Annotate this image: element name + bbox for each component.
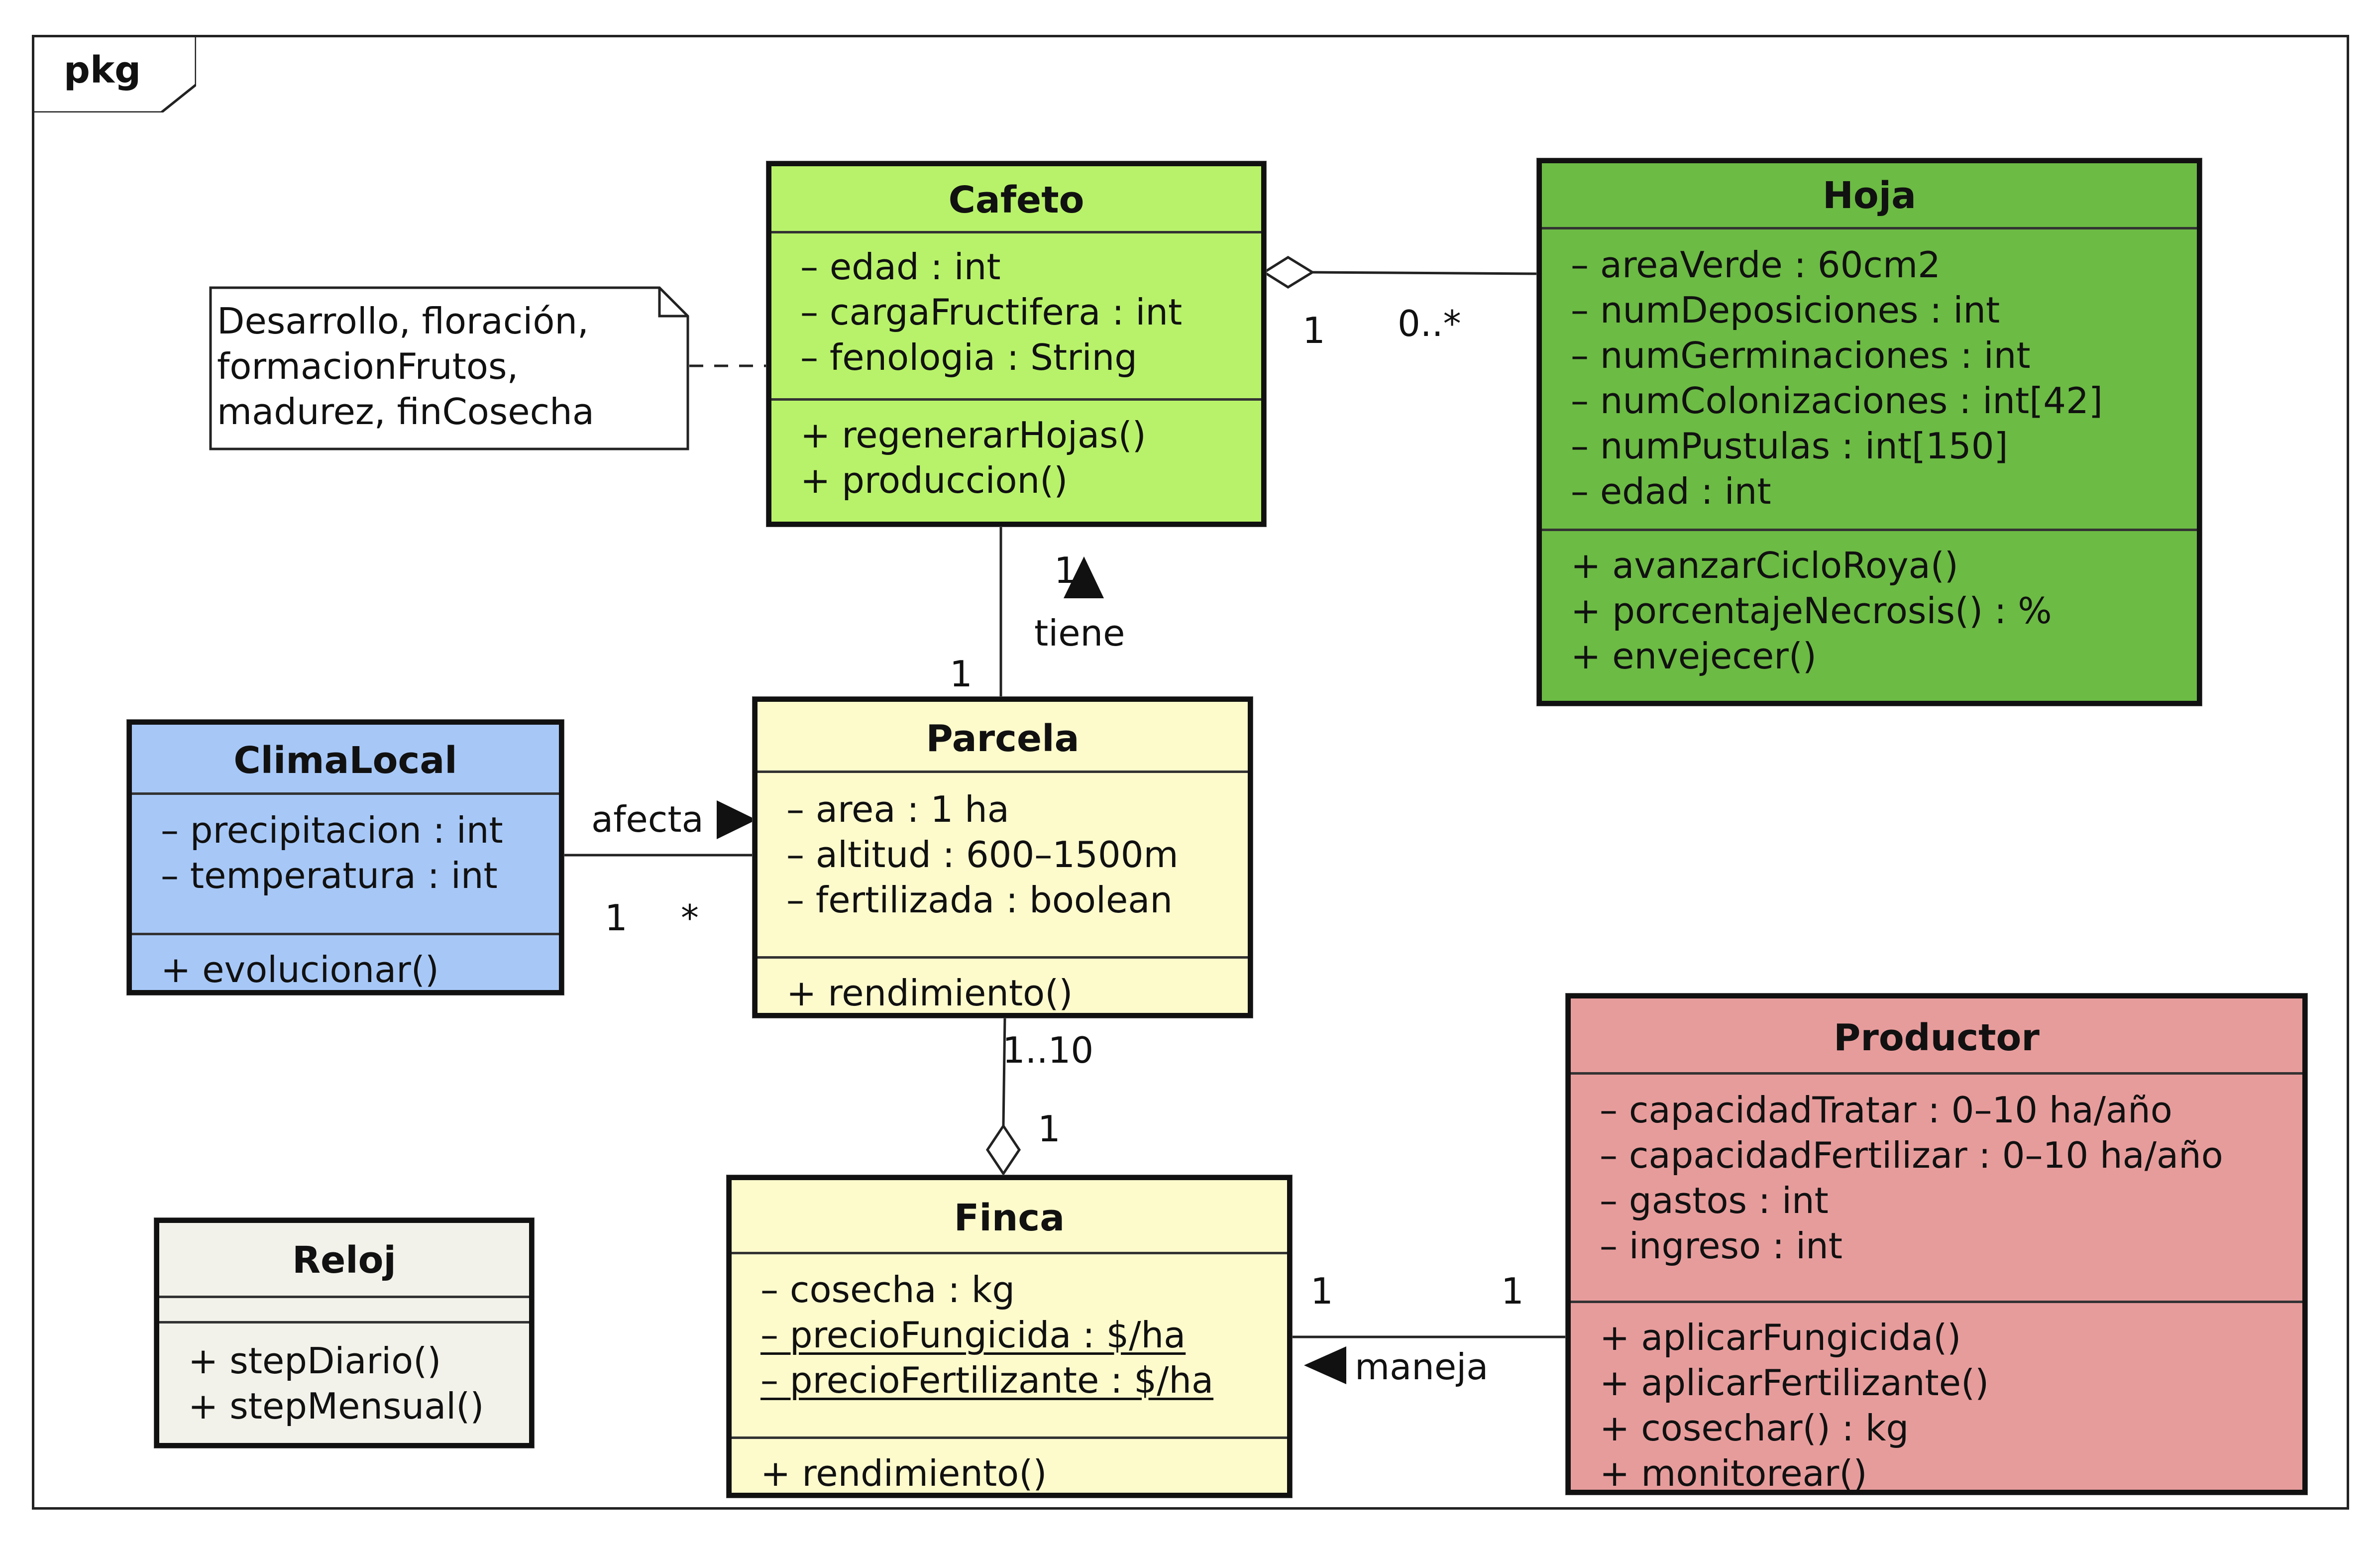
attributes-section [159,1298,529,1323]
class-climalocal[interactable]: ClimaLocal – precipitacion : int – tempe… [127,720,564,995]
multiplicity-finca-productor-productor: 1 [1501,1270,1524,1312]
cafeto-hoja-line [1312,271,1538,275]
attributes-section: – areaVerde : 60cm2 – numDeposiciones : … [1542,229,2197,531]
class-name: Finca [732,1180,1287,1254]
attribute-row: – capacidadTratar : 0–10 ha/año [1600,1089,2172,1131]
class-name: Productor [1571,998,2302,1075]
attribute-row: – areaVerde : 60cm2 [1571,244,1941,286]
cafeto-hoja-aggregation-diamond [1262,256,1315,289]
multiplicity-parcela-finca-parcela: 1..10 [1002,1029,1094,1071]
multiplicity-cafeto-parcela-parcela: 1 [950,653,973,695]
operations-section: + rendimiento() [732,1439,1287,1506]
attribute-row: – edad : int [1571,470,1771,512]
attribute-row: – altitud : 600–1500m [786,834,1179,876]
attributes-section: – edad : int – cargaFructifera : int – f… [771,233,1261,401]
attribute-row: – area : 1 ha [786,788,1009,830]
static-attribute-row: – precioFungicida : $/ha [760,1314,1186,1356]
operation-row: + cosechar() : kg [1600,1407,1909,1449]
class-name: Hoja [1542,163,2197,229]
attribute-row: – gastos : int [1600,1180,1829,1221]
attribute-row: – precipitacion : int [161,809,503,851]
class-name: Parcela [757,702,1248,773]
multiplicity-clima-parcela-clima: 1 [605,897,628,939]
operation-row: + aplicarFertilizante() [1600,1362,1989,1404]
operation-row: + produccion() [800,459,1068,501]
operation-row: + porcentajeNecrosis() : % [1571,590,2052,632]
attribute-row: – capacidadFertilizar : 0–10 ha/año [1600,1134,2223,1176]
operation-row: + evolucionar() [161,949,439,991]
operation-row: + stepMensual() [188,1385,484,1427]
operation-row: + avanzarCicloRoya() [1571,545,1958,586]
attribute-row: – fenologia : String [800,336,1138,378]
class-name: Reloj [159,1223,529,1298]
class-reloj[interactable]: Reloj + stepDiario() + stepMensual() [154,1218,534,1448]
attribute-row: – edad : int [800,246,1001,288]
multiplicity-cafeto-hoja-hoja: 0..* [1398,303,1461,344]
attribute-row: – cargaFructifera : int [800,291,1183,333]
class-name: ClimaLocal [132,725,559,795]
maneja-direction-arrow [1304,1346,1346,1384]
attributes-section: – area : 1 ha – altitud : 600–1500m – fe… [757,773,1248,959]
operations-section: + regenerarHojas() + produccion() [771,401,1261,513]
operation-row: + monitorear() [1600,1452,1867,1494]
class-cafeto[interactable]: Cafeto – edad : int – cargaFructifera : … [766,161,1266,527]
afecta-direction-arrow [717,800,757,839]
attribute-row: – temperatura : int [161,855,498,896]
package-tab [32,35,196,112]
attribute-row: – ingreso : int [1600,1225,1843,1267]
attribute-row: – numPustulas : int[150] [1571,425,2008,467]
attribute-row: – numColonizaciones : int[42] [1571,380,2103,422]
class-hoja[interactable]: Hoja – areaVerde : 60cm2 – numDeposicion… [1537,158,2202,706]
tiene-direction-arrow [1064,556,1104,598]
operations-section: + stepDiario() + stepMensual() [159,1323,529,1439]
association-name-maneja: maneja [1355,1346,1489,1388]
operation-row: + aplicarFungicida() [1600,1317,1961,1358]
class-finca[interactable]: Finca – cosecha : kg – precioFungicida :… [727,1175,1292,1498]
class-parcela[interactable]: Parcela – area : 1 ha – altitud : 600–15… [753,697,1253,1018]
static-attribute-row: – precioFertilizante : $/ha [760,1359,1214,1401]
multiplicity-finca-productor-finca: 1 [1310,1270,1333,1312]
operations-section: + aplicarFungicida() + aplicarFertilizan… [1571,1303,2302,1506]
operations-section: + rendimiento() [757,959,1248,1026]
multiplicity-cafeto-parcela-cafeto: 1 [1054,550,1077,591]
attributes-section: – precipitacion : int – temperatura : in… [132,795,559,935]
operation-row: + rendimiento() [786,972,1073,1014]
multiplicity-parcela-finca-finca: 1 [1038,1108,1061,1150]
operation-row: + envejecer() [1571,635,1817,677]
attribute-row: – numGerminaciones : int [1571,334,2031,376]
note-shape [209,286,689,450]
operation-row: + regenerarHojas() [800,414,1146,456]
operation-row: + stepDiario() [188,1340,441,1382]
class-productor[interactable]: Productor – capacidadTratar : 0–10 ha/añ… [1566,993,2307,1495]
operations-section: + avanzarCicloRoya() + porcentajeNecrosi… [1542,531,2197,689]
attributes-section: – capacidadTratar : 0–10 ha/año – capaci… [1571,1075,2302,1303]
attributes-section: – cosecha : kg – precioFungicida : $/ha … [732,1254,1287,1439]
attribute-row: – fertilizada : boolean [786,879,1173,921]
association-name-afecta: afecta [591,798,704,840]
association-name-tiene: tiene [1034,612,1125,654]
operation-row: + rendimiento() [760,1452,1047,1494]
parcela-finca-line [1002,1016,1006,1126]
note-text: Desarrollo, floración, formacionFrutos, … [217,299,594,435]
attribute-row: – numDeposiciones : int [1571,289,2000,331]
class-name: Cafeto [771,166,1261,233]
multiplicity-clima-parcela-parcela: * [681,897,699,939]
package-frame [32,35,2349,1510]
note-line: formacionFrutos, [217,345,519,387]
parcela-finca-aggregation-diamond [985,1123,1021,1176]
attribute-row: – cosecha : kg [760,1269,1015,1311]
note-line: Desarrollo, floración, [217,300,589,342]
operations-section: + evolucionar() [132,935,559,1002]
note-line: madurez, finCosecha [217,391,594,433]
package-label: pkg [64,49,141,92]
multiplicity-cafeto-hoja-cafeto: 1 [1302,310,1325,351]
